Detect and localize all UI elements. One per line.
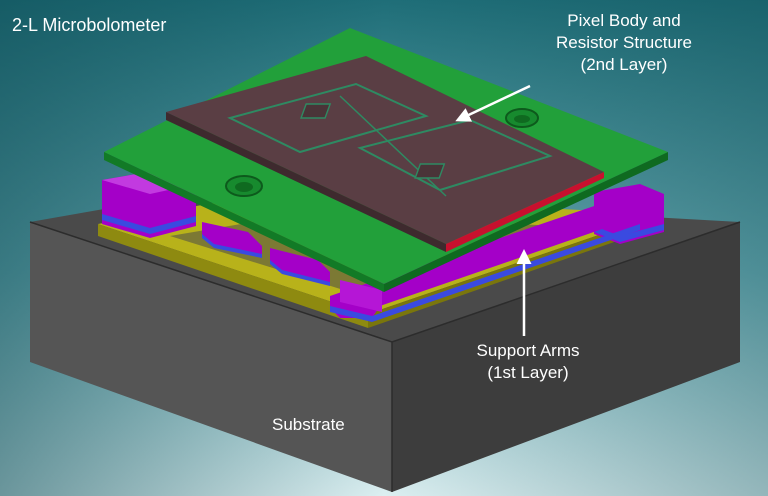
support-arm-segment-1 xyxy=(202,222,262,256)
green-plate-left-edge xyxy=(104,152,384,292)
pixel-body-label-line-1: Pixel Body and xyxy=(567,11,681,30)
substrate-right-face xyxy=(392,222,740,492)
support-arm-front-lower xyxy=(340,280,382,312)
pixel-body-top xyxy=(166,56,604,244)
via-left-inner xyxy=(235,182,253,192)
pixel-body-front-edge xyxy=(446,172,604,252)
resistor-divider xyxy=(339,95,447,197)
pixel-body-label: Pixel Body and Resistor Structure (2nd L… xyxy=(508,10,740,76)
via-right-inner xyxy=(514,115,530,123)
resistor-contact-left xyxy=(300,103,332,119)
pixel-body xyxy=(166,56,604,252)
green-plate-right-edge xyxy=(384,152,668,292)
pixel-body-arrow xyxy=(455,84,531,122)
support-arm-front xyxy=(330,204,640,318)
support-arms-label: Support Arms (1st Layer) xyxy=(458,340,598,384)
pixel-body-left-edge xyxy=(166,112,446,252)
resistor-pattern-right xyxy=(357,118,553,192)
support-arms-label-line-1: Support Arms xyxy=(476,341,580,360)
substrate-left-face xyxy=(30,222,392,492)
substrate-label: Substrate xyxy=(272,415,345,434)
support-arms-label-line-2: (1st Layer) xyxy=(487,363,569,382)
support-arm-segment-1-band xyxy=(202,234,262,258)
resistor-contact-right xyxy=(414,163,446,179)
resistor-pattern-left xyxy=(227,82,429,154)
pixel-body-label-line-3: (2nd Layer) xyxy=(580,55,668,74)
support-arm-segment-2 xyxy=(270,248,330,284)
support-post-left-band xyxy=(102,214,196,234)
support-arm-segment-2-band xyxy=(270,260,330,286)
diagram-title: 2-L Microbolometer xyxy=(12,15,167,35)
yellow-pad-edge xyxy=(98,224,368,328)
pixel-body-label-line-2: Resistor Structure xyxy=(555,33,693,52)
